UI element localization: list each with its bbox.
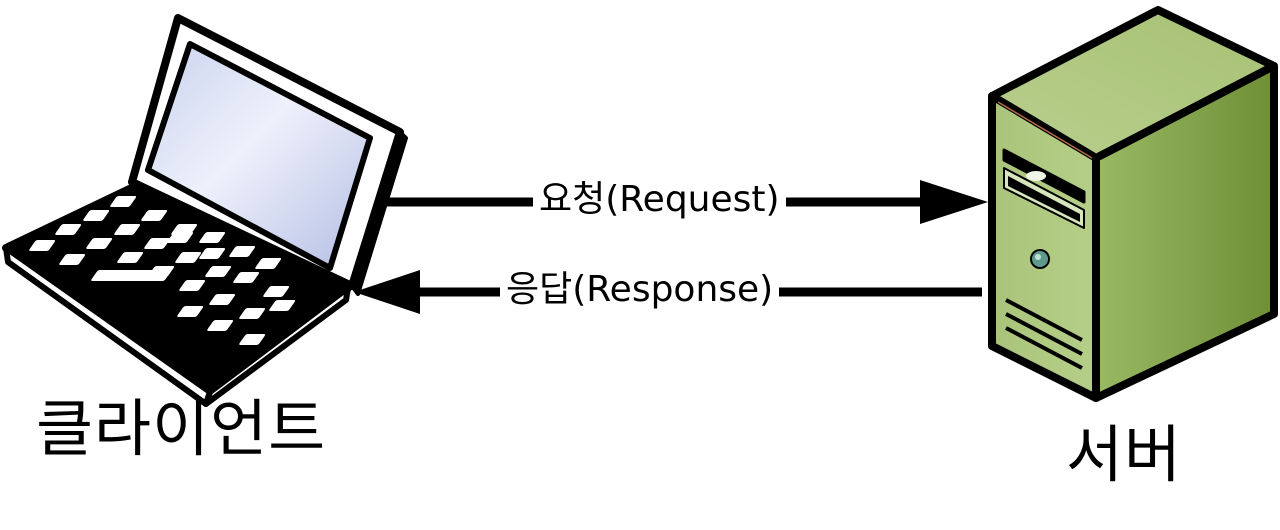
request-arrowhead [920,180,988,224]
server-tower-icon [988,6,1278,402]
client-label: 클라이언트 [36,392,327,465]
response-label: 응답(Response) [500,272,780,308]
laptop-lid-edge [350,130,408,296]
server-vents [1005,298,1083,370]
keyboard [29,196,296,345]
laptop-screen [145,41,373,271]
request-label: 요청(Request) [533,182,786,218]
laptop-icon [2,14,408,407]
server-label: 서버 [1066,418,1183,491]
response-arrowhead [354,270,420,314]
